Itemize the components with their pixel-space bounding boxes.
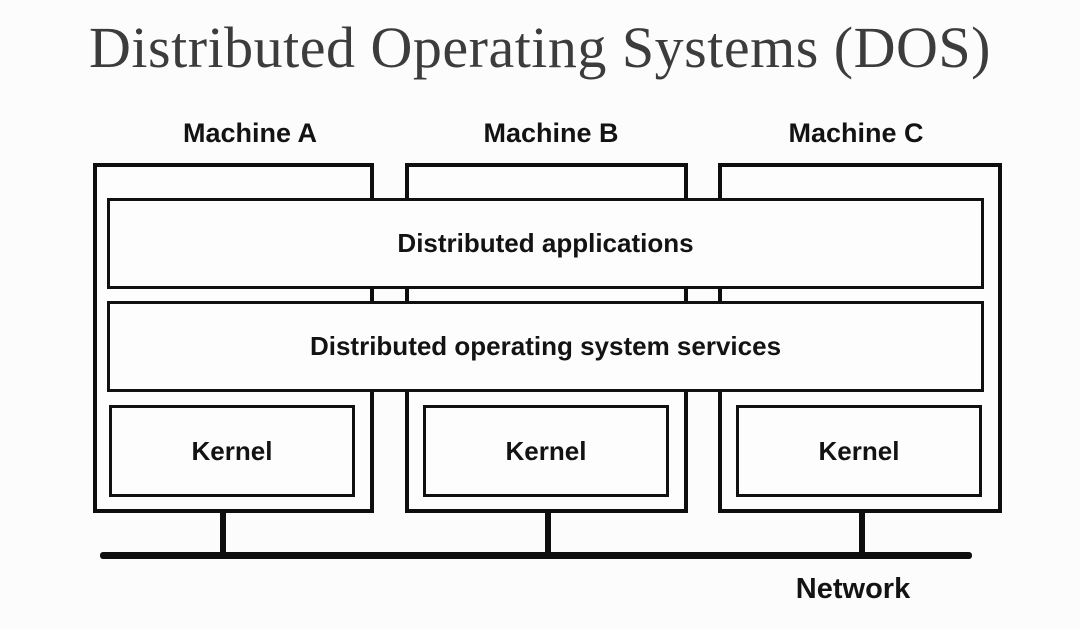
machine-a-network-connector bbox=[220, 513, 226, 555]
distributed-os-services-layer: Distributed operating system services bbox=[107, 301, 984, 392]
machine-b-kernel-label: Kernel bbox=[505, 435, 587, 466]
machine-a-kernel-label: Kernel bbox=[191, 435, 273, 466]
machine-c-kernel-box: Kernel bbox=[736, 405, 982, 497]
machine-b-label: Machine B bbox=[483, 118, 619, 148]
distributed-os-services-label: Distributed operating system services bbox=[309, 331, 782, 361]
network-label: Network bbox=[795, 573, 911, 605]
machine-c-label: Machine C bbox=[788, 118, 924, 148]
machine-c-network-connector bbox=[859, 513, 865, 555]
machine-a-kernel-box: Kernel bbox=[109, 405, 355, 497]
machine-b-network-connector bbox=[545, 513, 551, 555]
network-bus-line bbox=[100, 552, 972, 559]
machine-b-kernel-box: Kernel bbox=[423, 405, 669, 497]
machine-c-kernel-label: Kernel bbox=[818, 435, 900, 466]
distributed-applications-layer: Distributed applications bbox=[107, 198, 984, 289]
distributed-applications-label: Distributed applications bbox=[397, 228, 694, 258]
machine-a-label: Machine A bbox=[182, 118, 318, 148]
diagram-title: Distributed Operating Systems (DOS) bbox=[89, 15, 991, 80]
